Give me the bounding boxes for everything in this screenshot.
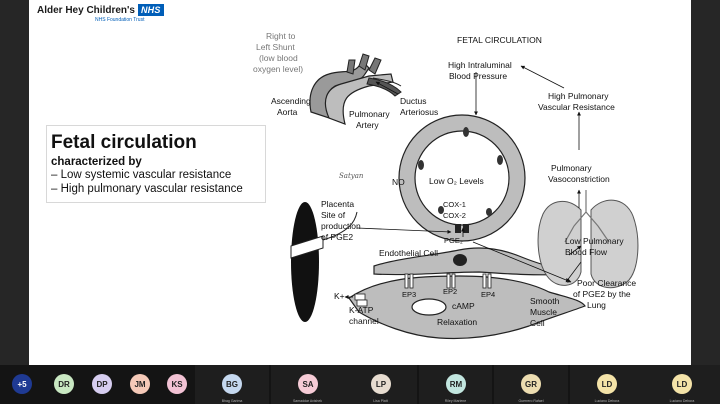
left-margin [0,0,29,365]
ep4-label: EP4 [481,290,495,299]
poor-clearance-line-3: Lung [587,300,606,310]
participant-tile[interactable]: LD Luciano Debora [644,365,720,404]
slide-subheading: characterized by [51,156,142,168]
katp-line-1: K-ATP [349,305,374,315]
slide-heading: Fetal circulation [51,132,197,153]
hospital-logo: Alder Hey Children's NHS NHS Foundation … [37,4,164,23]
participant-avatar: BG [222,374,242,394]
great-vessels-drawing [309,53,402,125]
participant-avatar: GR [521,374,541,394]
smooth-muscle-line-1: Smooth [530,296,560,306]
placenta-line-4: of PGE2 [321,232,353,242]
low-flow-line-2: Blood Flow [565,247,608,257]
nhs-badge: NHS [137,4,164,16]
poor-clearance-line-2: of PGE2 by the [573,289,631,299]
ascending-aorta-line-2: Aorta [277,107,298,117]
smooth-muscle-line-2: Muscle [530,307,557,317]
shunt-line-4: oxygen level) [253,64,303,74]
camp-label: cAMP [452,301,475,311]
pathway-arrows [344,65,582,299]
participant-tile[interactable]: RM Riley Marlene [419,365,492,404]
cox1-label: COX-1 [443,200,466,209]
shunt-line-2: Left Shunt [256,42,295,52]
placenta-line-3: production [321,221,361,231]
high-pressure-line-2: Blood Pressure [449,71,507,81]
participant-strip: +5 DR DP JM KS BG Bhag Garima SA Samaddar Avishe… [0,365,720,404]
potassium-label: K+ [334,291,345,301]
participant-tile[interactable]: DP [83,365,121,404]
participant-avatar: DR [54,374,74,394]
participant-avatar: JM [130,374,150,394]
participant-tile[interactable]: BG Bhag Garima [195,365,269,404]
high-pvr-line-1: High Pulmonary [548,91,609,101]
lungs-drawing [537,190,639,289]
logo-trust: NHS Foundation Trust [95,17,145,23]
participant-avatar: DP [92,374,112,394]
ductus-line-2: Arteriosus [400,107,438,117]
katp-line-2: channel [349,316,379,326]
participant-tile[interactable]: LP Lisa Platt [344,365,417,404]
smooth-muscle-line-3: Cell [530,318,545,328]
poor-clearance-line-1: Poor Clearance [577,278,636,288]
ductus-cross-section [398,114,526,242]
no-label: NO [392,177,405,187]
summary-textbox: Fetal circulation characterized by – Low… [46,125,266,203]
ep2-label: EP2 [443,287,457,296]
bullet-high-pulmonary: – High pulmonary vascular resistance [51,182,243,195]
participant-tile[interactable]: +5 [0,365,44,404]
participant-avatar: LD [672,374,692,394]
participant-avatar: LP [371,374,391,394]
participant-tile[interactable]: JM [121,365,158,404]
vasoconstriction-line-2: Vasoconstriction [548,174,610,184]
shunt-line-1: Right to [266,31,296,41]
pulmonary-artery-line-1: Pulmonary [349,109,390,119]
participant-name: Guerrero Rafael [518,399,544,403]
participant-avatar: KS [167,374,187,394]
low-flow-line-1: Low Pulmonary [565,236,624,246]
right-margin [691,0,720,365]
placenta-drawing [290,202,358,322]
participant-avatar: SA [298,374,318,394]
placenta-line-1: Placenta [321,199,354,209]
participant-name: Lisa Platt [373,399,388,403]
cox2-label: COX-2 [443,211,466,220]
pge2-label: PGE₂ [444,236,463,245]
participant-avatar: RM [446,374,466,394]
participant-avatar: LD [597,374,617,394]
more-participants-button[interactable]: +5 [12,374,32,394]
high-pvr-line-2: Vascular Resistance [538,102,615,112]
participant-tile[interactable]: GR Guerrero Rafael [494,365,568,404]
bullet-low-systemic: – Low systemic vascular resistance [51,169,232,181]
shunt-line-3: (low blood [259,53,298,63]
high-pressure-line-1: High Intraluminal [448,60,512,70]
participant-tile[interactable]: DR [44,365,83,404]
participant-name: Luciano Debora [594,399,620,403]
artist-signature: Satyan [339,172,364,180]
endothelial-label: Endothelial Cell [379,248,438,258]
pulmonary-artery-line-2: Artery [356,120,379,130]
participant-name: Bhag Garima [221,399,243,403]
fetal-circulation-diagram: FETAL CIRCULATION Right to Left Shunt (l… [253,31,639,340]
ductus-line-1: Ductus [400,96,426,106]
ep3-label: EP3 [402,290,416,299]
participant-name: Samaddar Avishek [292,399,323,403]
participant-tile[interactable]: KS [158,365,195,404]
participant-tile[interactable]: LD Luciano Debora [570,365,644,404]
vasoconstriction-line-1: Pulmonary [551,163,592,173]
smooth-muscle-cell-drawing [348,273,586,340]
ascending-aorta-line-1: Ascending [271,96,311,106]
participant-name: Riley Marlene [444,399,467,403]
logo-org-name: Alder Hey Children's [37,4,135,16]
shared-slide: Alder Hey Children's NHS NHS Foundation … [29,0,691,365]
participant-tile[interactable]: SA Samaddar Avishek [271,365,344,404]
placenta-line-2: Site of [321,210,346,220]
relaxation-label: Relaxation [437,317,477,327]
participant-name: Luciano Debora [669,399,695,403]
low-o2-label: Low O₂ Levels [429,176,484,186]
diagram-title: FETAL CIRCULATION [457,35,542,45]
